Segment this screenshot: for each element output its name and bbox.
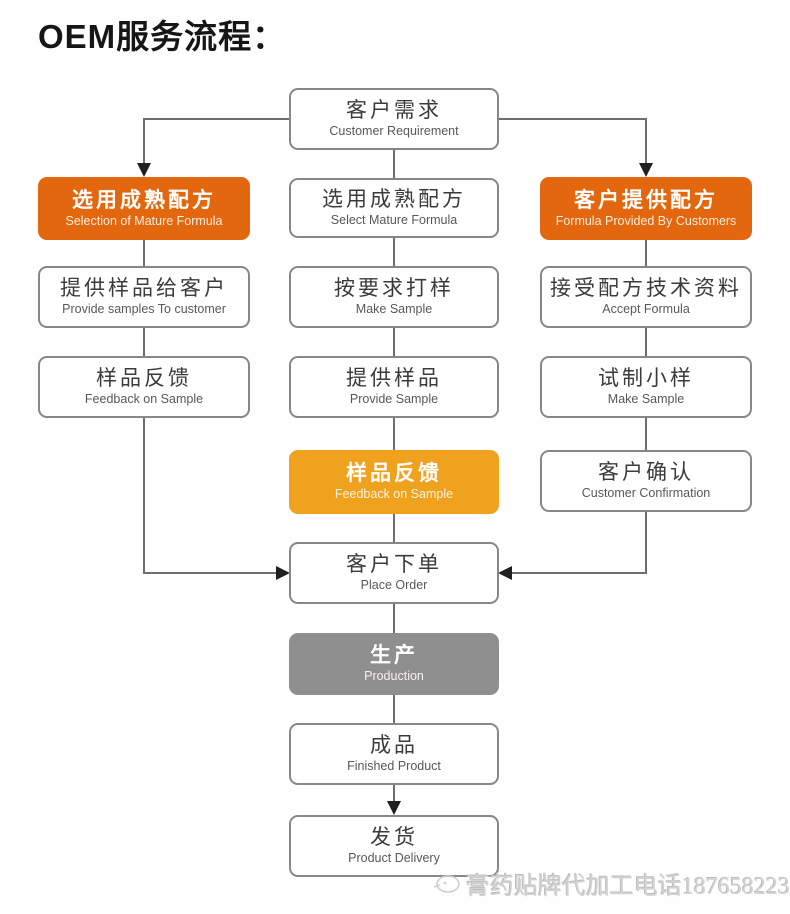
node-title: 按要求打样 — [334, 277, 454, 301]
node-title: 客户提供配方 — [574, 188, 718, 212]
flow-node-make-small-sample: 试制小样 Make Sample — [540, 356, 752, 418]
page-title: OEM服务流程： — [38, 18, 287, 55]
node-subtitle: Selection of Mature Formula — [65, 213, 223, 228]
node-title: 选用成熟配方 — [72, 188, 216, 212]
watermark-text: 膏药贴牌代加工电话18765822310 — [466, 874, 790, 900]
arrowhead-join-right — [498, 566, 512, 580]
flow-node-product-delivery: 发货 Product Delivery — [289, 815, 499, 877]
connector-branch-right — [499, 118, 647, 163]
flow-node-production: 生产 Production — [289, 633, 499, 695]
node-title: 试制小样 — [598, 367, 694, 391]
node-subtitle: Finished Product — [347, 759, 441, 774]
arrowhead-join-left — [276, 566, 290, 580]
node-title: 提供样品给客户 — [60, 277, 228, 301]
connector-join-left — [143, 418, 277, 574]
node-subtitle: Feedback on Sample — [84, 392, 204, 407]
arrowhead-delivery — [387, 801, 401, 815]
flow-node-customer-requirement: 客户需求 Customer Requirement — [289, 88, 499, 150]
node-title: 发货 — [370, 826, 418, 850]
watermark-doodle-icon — [433, 874, 460, 893]
node-title: 选用成熟配方 — [322, 188, 466, 212]
flow-node-finished-product: 成品 Finished Product — [289, 723, 499, 785]
node-subtitle: Production — [364, 669, 424, 684]
node-subtitle: Provide samples To customer — [62, 302, 226, 317]
node-subtitle: Make Sample — [355, 302, 433, 317]
node-subtitle: Make Sample — [607, 392, 685, 407]
node-subtitle: Select Mature Formula — [330, 213, 458, 228]
flow-node-make-sample-mid: 按要求打样 Make Sample — [289, 266, 499, 328]
flow-node-select-mature-formula: 选用成熟配方 Select Mature Formula — [289, 178, 499, 238]
node-subtitle: Feedback on Sample — [334, 487, 454, 502]
node-title: 成品 — [370, 734, 418, 758]
flow-node-formula-provided-by-customers: 客户提供配方 Formula Provided By Customers — [540, 177, 752, 240]
flow-node-feedback-on-sample-mid: 样品反馈 Feedback on Sample — [289, 450, 499, 514]
node-subtitle: Customer Requirement — [329, 124, 459, 139]
flow-node-feedback-on-sample-left: 样品反馈 Feedback on Sample — [38, 356, 250, 418]
node-subtitle: Formula Provided By Customers — [555, 213, 737, 228]
node-title: 客户需求 — [346, 99, 442, 123]
watermark: 膏药贴牌代加工电话18765822310 — [432, 866, 790, 901]
connector-branch-left — [143, 118, 289, 163]
node-title: 样品反馈 — [96, 367, 192, 391]
flow-node-selection-mature-formula: 选用成熟配方 Selection of Mature Formula — [38, 177, 250, 240]
flow-node-provide-samples-to-customer: 提供样品给客户 Provide samples To customer — [38, 266, 250, 328]
node-subtitle: Place Order — [360, 578, 428, 593]
node-title: 样品反馈 — [346, 462, 442, 486]
node-title: 生产 — [370, 644, 418, 668]
node-title: 接受配方技术资料 — [550, 277, 742, 301]
node-title: 客户下单 — [346, 553, 442, 577]
node-subtitle: Accept Formula — [602, 302, 690, 317]
flow-node-place-order: 客户下单 Place Order — [289, 542, 499, 604]
connector-join-right — [511, 512, 647, 574]
arrowhead-branch-left — [137, 163, 151, 177]
arrowhead-branch-right — [639, 163, 653, 177]
flow-node-customer-confirmation: 客户确认 Customer Confirmation — [540, 450, 752, 512]
node-subtitle: Product Delivery — [348, 851, 440, 866]
node-subtitle: Customer Confirmation — [581, 486, 711, 501]
flow-node-accept-formula: 接受配方技术资料 Accept Formula — [540, 266, 752, 328]
node-subtitle: Provide Sample — [349, 392, 439, 407]
node-title: 客户确认 — [598, 461, 694, 485]
flow-node-provide-sample-mid: 提供样品 Provide Sample — [289, 356, 499, 418]
node-title: 提供样品 — [346, 367, 442, 391]
